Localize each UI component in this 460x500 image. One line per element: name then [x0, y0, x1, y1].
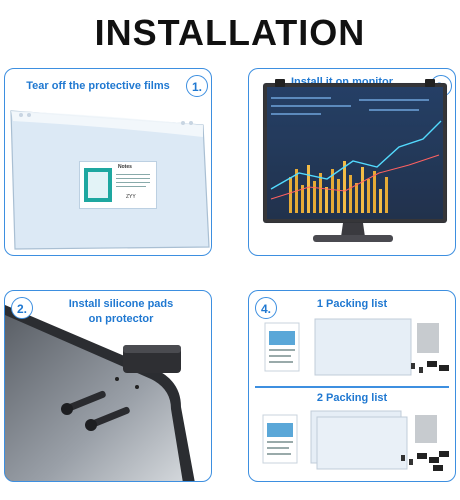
step-1-title: Tear off the protective films [26, 80, 170, 92]
silicone-pad-illustration [5, 305, 195, 481]
step-4-card: 4. 1 Packing list 2 Packing list [248, 290, 456, 482]
step-3-card: Install it on monitor 3. [248, 68, 456, 256]
packing-list-2-title: 2 Packing list [316, 392, 388, 404]
step-4-badge: 4. [255, 297, 277, 319]
packing-list-1-illustration [264, 318, 449, 376]
step-1-badge: 1. [186, 75, 208, 97]
packing-list-1-title: 1 Packing list [316, 298, 388, 310]
step-2-badge: 2. [11, 297, 33, 319]
step-2-card: Install silicone pads on protector 2. [4, 290, 212, 482]
label-photo [84, 168, 112, 202]
label-brand: ZYY [126, 194, 136, 200]
packing-list-divider [255, 386, 449, 388]
page-title: INSTALLATION [94, 12, 366, 53]
monitor-illustration [262, 79, 448, 242]
label-title: Notes [118, 164, 132, 170]
step-2-title: Install silicone pads on protector [68, 298, 174, 325]
packing-list-2-illustration [262, 410, 449, 471]
step-1-card: Tear off the protective films 1. Notes Z… [4, 68, 212, 256]
instruction-label: Notes ZYY [79, 161, 157, 209]
